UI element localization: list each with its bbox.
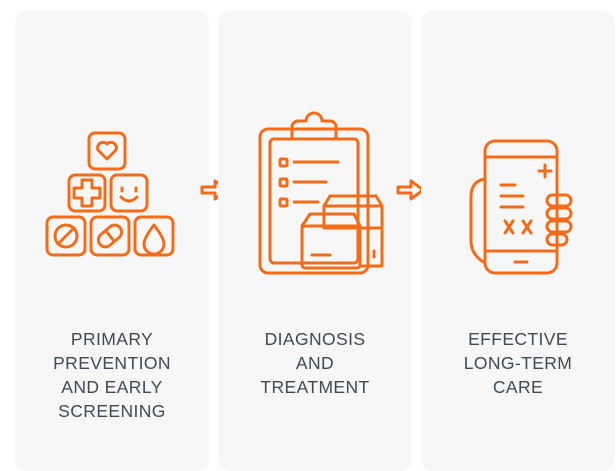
label-line: CARE [492,377,544,397]
step-card-long-term-care: EFFECTIVE LONG-TERM CARE [421,11,615,471]
label-line: SCREENING [58,401,166,421]
arrow-right-icon [396,178,426,202]
label-line: LONG-TERM [463,353,573,373]
step-label-long-term-care: EFFECTIVE LONG-TERM CARE [421,327,615,399]
step-card-prevention: PRIMARY PREVENTION AND EARLY SCREENING [15,11,209,471]
label-line: DIAGNOSIS [264,329,366,349]
label-line: PREVENTION [53,353,171,373]
step-label-diagnosis: DIAGNOSIS AND TREATMENT [218,327,412,399]
label-line: EFFECTIVE [468,329,568,349]
prevention-blocks-icon [37,101,187,281]
step-card-diagnosis: DIAGNOSIS AND TREATMENT [218,11,412,471]
label-line: TREATMENT [260,377,370,397]
label-line: PRIMARY [70,329,154,349]
step-label-prevention: PRIMARY PREVENTION AND EARLY SCREENING [15,327,209,423]
label-line: AND [295,353,335,373]
mobile-care-icon [443,101,593,281]
label-line: AND EARLY [61,377,163,397]
clipboard-treatment-icon [240,101,390,281]
